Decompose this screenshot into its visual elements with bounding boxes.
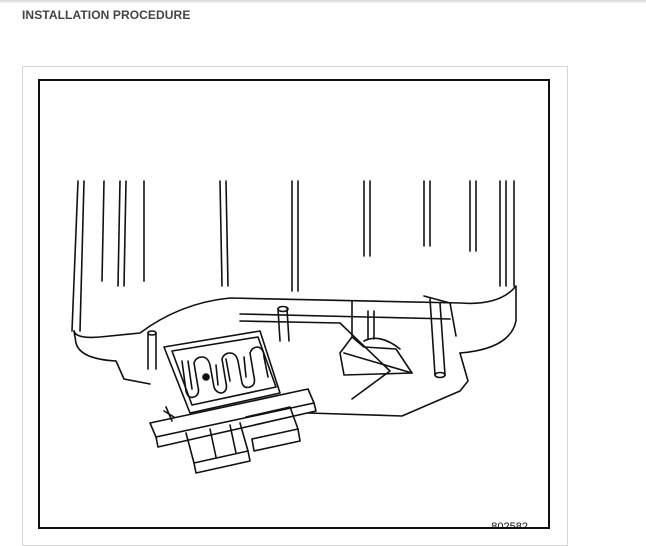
locating-posts <box>147 295 457 379</box>
figure-card: 802582 <box>22 66 568 546</box>
section-heading: INSTALLATION PROCEDURE <box>22 8 191 22</box>
figure-code: 802582 <box>491 521 528 529</box>
housing-ribs <box>71 180 515 332</box>
top-shadow-bar <box>0 0 646 3</box>
mounting-clip <box>339 300 413 376</box>
blower-motor-resistor-illustration <box>71 180 517 474</box>
illustration-frame: 802582 <box>38 79 550 529</box>
resistor-assembly <box>149 330 317 474</box>
